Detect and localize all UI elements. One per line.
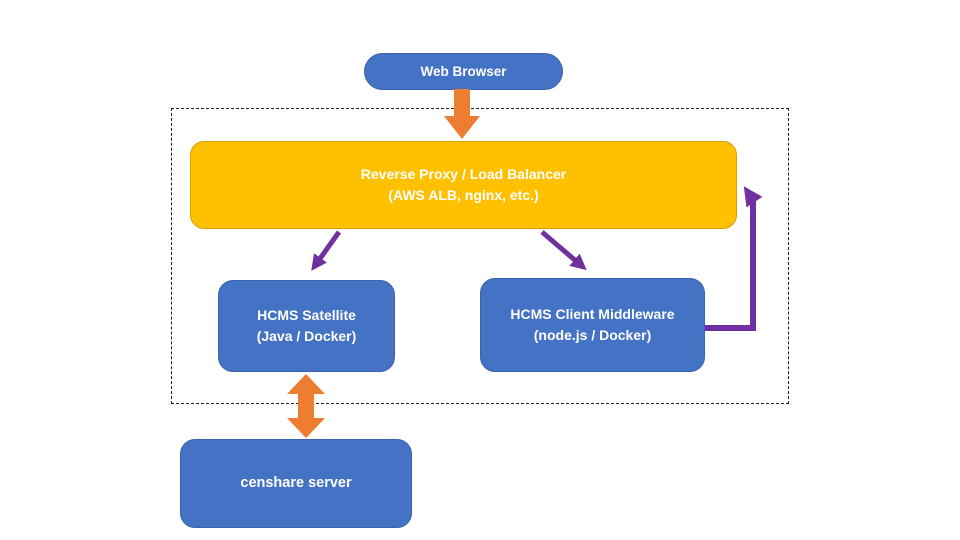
- node-web-browser: Web Browser: [364, 53, 563, 90]
- node-web-browser-label: Web Browser: [420, 64, 507, 79]
- node-hcms-client-middleware-label-line2: (node.js / Docker): [533, 327, 652, 343]
- deployment-boundary: [171, 108, 789, 404]
- node-censhare-server-label: censhare server: [240, 475, 352, 491]
- node-reverse-proxy: Reverse Proxy / Load Balancer (AWS ALB, …: [190, 141, 737, 229]
- node-hcms-satellite-label-line2: (Java / Docker): [256, 328, 357, 344]
- node-hcms-satellite-label-line1: HCMS Satellite: [257, 307, 356, 323]
- node-hcms-satellite: HCMS Satellite (Java / Docker): [218, 280, 395, 372]
- node-reverse-proxy-label-line1: Reverse Proxy / Load Balancer: [360, 166, 567, 182]
- node-reverse-proxy-label-line2: (AWS ALB, nginx, etc.): [388, 187, 539, 203]
- node-hcms-client-middleware-label-line1: HCMS Client Middleware: [510, 306, 675, 322]
- node-hcms-client-middleware: HCMS Client Middleware (node.js / Docker…: [480, 278, 705, 372]
- node-censhare-server: censhare server: [180, 439, 412, 528]
